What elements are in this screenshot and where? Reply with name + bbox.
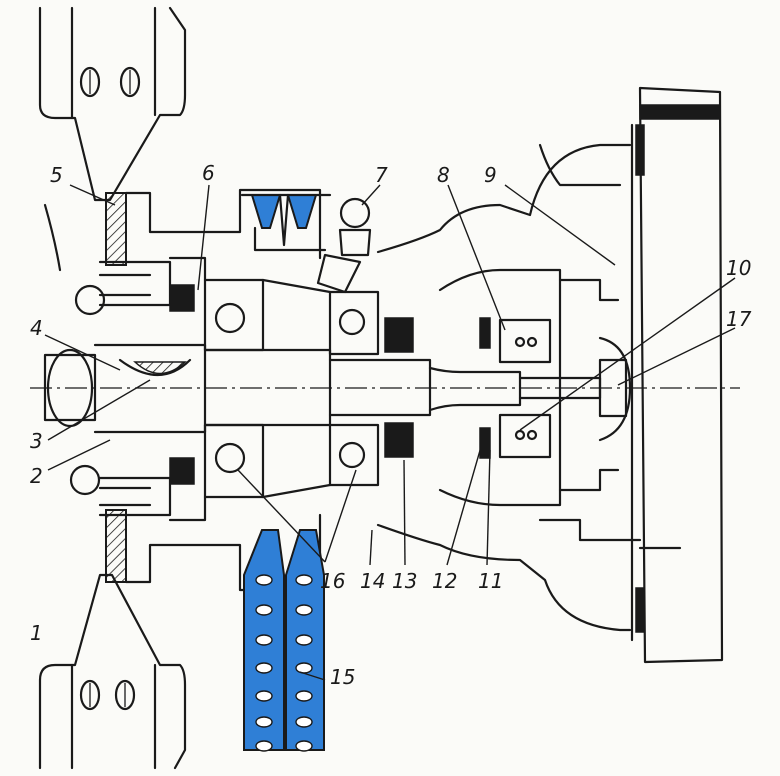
callout-labels: 1 2 3 4 5 6 7 8 9 10 11 12 13 14 15 16 1…	[30, 161, 752, 689]
v-belts	[243, 529, 325, 752]
callout-12: 12	[432, 569, 457, 593]
callout-11: 11	[478, 569, 503, 593]
callout-17: 17	[726, 307, 752, 331]
callout-16: 16	[320, 569, 345, 593]
seals	[169, 284, 491, 485]
callout-15: 15	[330, 665, 355, 689]
pulley-groove-2	[286, 194, 318, 229]
callout-14: 14	[360, 569, 385, 593]
pulley-upper-grooves	[240, 193, 332, 252]
callout-6: 6	[202, 161, 215, 185]
callout-10: 10	[726, 256, 751, 280]
callout-4: 4	[30, 316, 43, 340]
callout-1: 1	[30, 621, 43, 645]
pulley-groove-1	[250, 194, 282, 229]
leader-lines	[44, 184, 736, 681]
shaft-assembly	[30, 260, 740, 517]
callout-3: 3	[30, 429, 43, 453]
callout-7: 7	[375, 163, 388, 187]
bearings	[168, 256, 380, 522]
callout-9: 9	[484, 163, 497, 187]
pump-housing	[376, 143, 682, 632]
callout-8: 8	[437, 163, 450, 187]
engine-block	[630, 86, 724, 664]
lower-blade	[38, 573, 187, 770]
callout-13: 13	[392, 569, 417, 593]
callout-2: 2	[30, 464, 43, 488]
grease-nipple	[316, 197, 372, 294]
callout-5: 5	[50, 163, 63, 187]
